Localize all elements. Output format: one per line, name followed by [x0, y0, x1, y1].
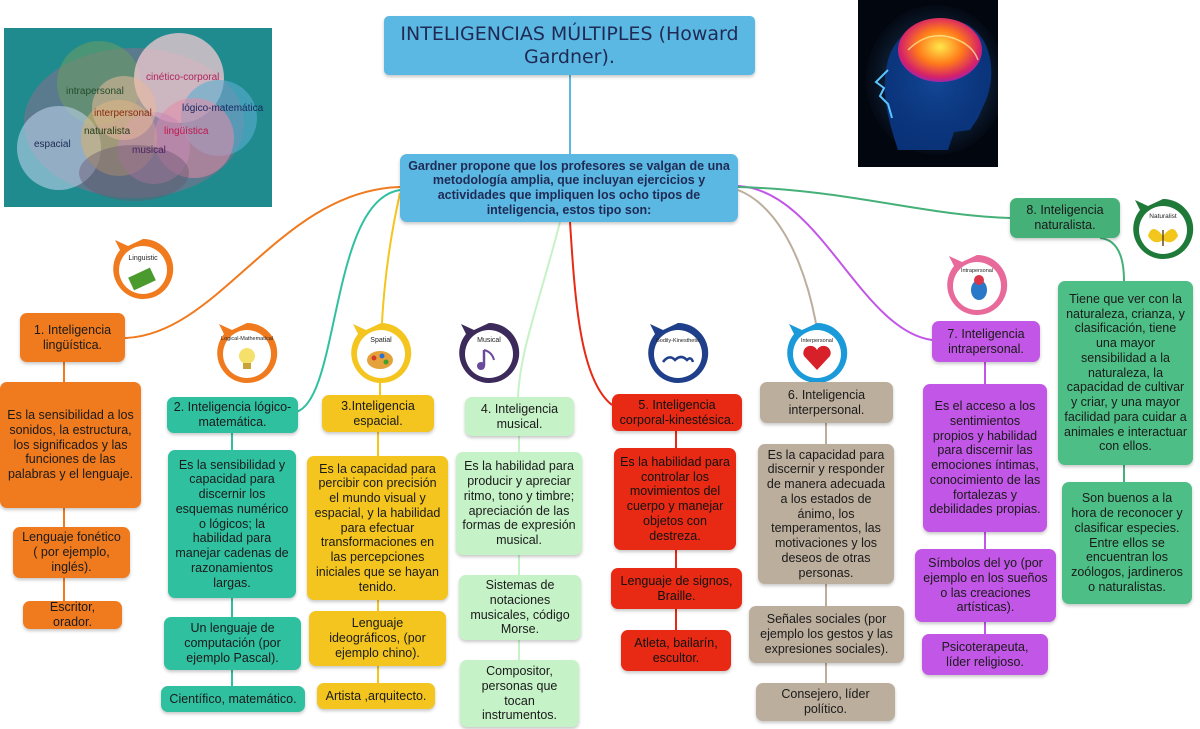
map-title: INTELIGENCIAS MÚLTIPLES (Howard Gardner)…: [384, 16, 755, 75]
badge-spatial-label: Spatial: [370, 337, 392, 344]
intrapersonal-badge-icon: Intrapersonal: [944, 252, 1010, 318]
badge-logical-label: Logical-Mathematical: [221, 336, 273, 342]
badge-bodily-label: Bodily-Kinesthetic: [656, 338, 700, 344]
interpersonal-roles: Consejero, líder político.: [756, 683, 895, 721]
badge-musical-label: Musical: [477, 337, 501, 344]
brain-label-musical: musical: [132, 145, 166, 156]
spatial-symbol-system: Lenguaje ideográficos, (por ejemplo chin…: [309, 611, 446, 666]
linguistic-badge-icon: Linguistic: [110, 236, 176, 302]
musical-symbol-system: Sistemas de notaciones musicales, código…: [459, 575, 581, 640]
linguistic-symbol-system: Lenguaje fonético ( por ejemplo, inglés)…: [13, 527, 130, 578]
spatial-definition: Es la capacidad para percibir con precis…: [307, 456, 448, 600]
naturalist-roles: Son buenos a la hora de reconocer y clas…: [1062, 482, 1192, 604]
linguistic-title: 1. Inteligencia lingüística.: [20, 313, 125, 362]
bodily-roles: Atleta, bailarín, escultor.: [621, 630, 731, 671]
brain-label-espacial: espacial: [34, 139, 71, 150]
bodily-badge-icon: Bodily-Kinesthetic: [645, 320, 711, 386]
spatial-roles: Artista ,arquitecto.: [317, 683, 435, 709]
interpersonal-badge-icon: Interpersonal: [784, 320, 850, 386]
badge-interpersonal-label: Interpersonal: [801, 338, 833, 344]
glowing-head-image: [858, 0, 998, 167]
bodily-symbol-system: Lenguaje de signos, Braille.: [611, 568, 742, 609]
brain-label-linguistica: lingüística: [164, 126, 209, 137]
musical-definition: Es la habilidad para producir y apreciar…: [456, 452, 582, 555]
brain-label-cinetico: cinético-corporal: [146, 72, 220, 83]
logical-title: 2. Inteligencia lógico-matemática.: [167, 397, 298, 433]
spatial-badge-icon: Spatial: [348, 320, 414, 386]
brain-label-interpersonal: interpersonal: [94, 108, 152, 119]
brain-label-intrapersonal: intrapersonal: [66, 86, 124, 97]
naturalist-badge-icon: Naturalist: [1130, 196, 1196, 262]
badge-linguistic-label: Linguistic: [128, 255, 158, 262]
logical-badge-icon: Logical-Mathematical: [214, 320, 280, 386]
badge-intrapersonal-label: Intrapersonal: [961, 268, 993, 274]
intrapersonal-symbol-system: Símbolos del yo (por ejemplo en los sueñ…: [915, 549, 1056, 622]
bodily-definition: Es la habilidad para controlar los movim…: [614, 448, 736, 550]
intrapersonal-roles: Psicoterapeuta, líder religioso.: [922, 634, 1048, 675]
badge-naturalist-label: Naturalist: [1149, 213, 1177, 220]
linguistic-definition: Es la sensibilidad a los sonidos, la est…: [0, 382, 141, 508]
naturalist-title: 8. Inteligencia naturalista.: [1010, 198, 1120, 238]
intrapersonal-title: 7. Inteligencia intrapersonal.: [932, 321, 1040, 362]
musical-roles: Compositor, personas que tocan instrumen…: [460, 660, 579, 727]
brain-intelligences-image: cinético-corporal intrapersonal lógico-m…: [4, 28, 272, 207]
interpersonal-symbol-system: Señales sociales (por ejemplo los gestos…: [749, 606, 904, 663]
intro-text: Gardner propone que los profesores se va…: [400, 154, 738, 222]
logical-definition: Es la sensibilidad y capacidad para disc…: [168, 450, 296, 598]
bodily-title: 5. Inteligencia corporal-kinestésica.: [612, 394, 742, 431]
naturalist-definition: Tiene que ver con la naturaleza, crianza…: [1058, 281, 1193, 465]
brain-label-logico: lógico-matemática: [182, 103, 264, 114]
logical-symbol-system: Un lenguaje de computación (por ejemplo …: [164, 617, 301, 670]
intrapersonal-definition: Es el acceso a los sentimientos propios …: [923, 384, 1047, 532]
interpersonal-title: 6. Inteligencia interpersonal.: [760, 382, 893, 423]
musical-badge-icon: Musical: [456, 320, 522, 386]
linguistic-roles: Escritor, orador.: [23, 600, 122, 629]
brain-label-naturalista: naturalista: [84, 126, 131, 137]
spatial-title: 3.Inteligencia espacial.: [322, 395, 434, 432]
logical-roles: Científico, matemático.: [161, 686, 305, 712]
interpersonal-definition: Es la capacidad para discernir y respond…: [758, 444, 894, 584]
musical-title: 4. Inteligencia musical.: [465, 397, 574, 436]
